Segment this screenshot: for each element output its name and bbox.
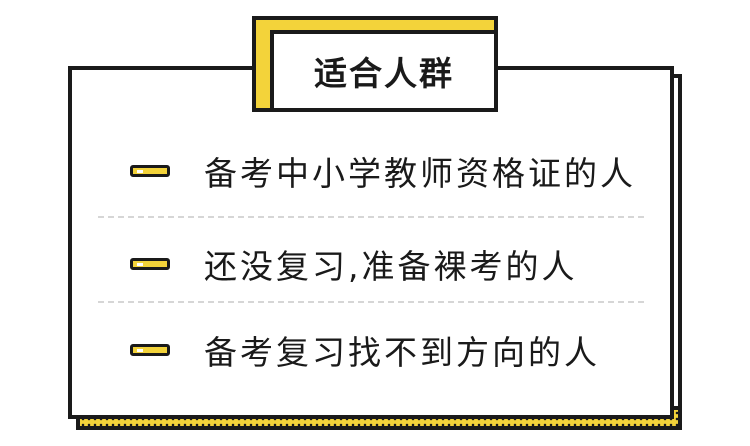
audience-card bbox=[68, 66, 674, 419]
card-side-depth bbox=[674, 74, 682, 410]
list-item-2: 还没复习,准备裸考的人 bbox=[130, 239, 578, 289]
list-item-text: 备考复习找不到方向的人 bbox=[204, 333, 600, 372]
list-item-3: 备考复习找不到方向的人 bbox=[130, 325, 600, 375]
page-title: 适合人群 bbox=[314, 54, 454, 93]
title-tag: 适合人群 bbox=[270, 30, 498, 112]
list-item-text: 备考中小学教师资格证的人 bbox=[204, 154, 636, 193]
list-item-1: 备考中小学教师资格证的人 bbox=[130, 146, 636, 196]
dashed-divider bbox=[98, 301, 644, 303]
yellow-bar-bullet-icon bbox=[130, 258, 170, 270]
dashed-divider bbox=[98, 216, 644, 218]
yellow-bar-bullet-icon bbox=[130, 165, 170, 177]
list-item-text: 还没复习,准备裸考的人 bbox=[204, 247, 578, 286]
yellow-bar-bullet-icon bbox=[130, 344, 170, 356]
